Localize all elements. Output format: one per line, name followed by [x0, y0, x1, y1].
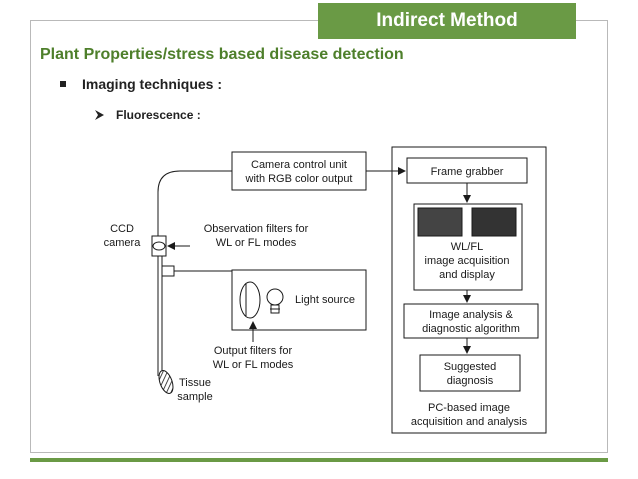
thumbnail-white-light: [417, 207, 463, 237]
ccd-camera-body: [151, 235, 167, 257]
tissue-sample-line1: Tissue: [179, 377, 211, 389]
slide-title: Indirect Method: [318, 3, 576, 39]
pc-box: [391, 146, 547, 434]
frame-grabber-label: Frame grabber: [431, 166, 504, 178]
camera-control-line1: Camera control unit: [251, 159, 347, 171]
arrow-bullet-icon: [95, 110, 104, 120]
light-source-label: Light source: [295, 294, 355, 306]
image-analysis-box: [403, 303, 539, 339]
pc-based-line2: acquisition and analysis: [411, 416, 528, 428]
image-analysis-line1: Image analysis &: [429, 309, 513, 321]
image-analysis-line2: diagnostic algorithm: [422, 323, 520, 335]
tissue-sample-line2: sample: [177, 391, 212, 403]
bullet-fluorescence: Fluorescence :: [95, 108, 201, 122]
suggested-diagnosis-box: [419, 354, 521, 392]
square-bullet-icon: [60, 81, 66, 87]
bottom-rule: [30, 458, 608, 462]
wlfl-line2: image acquisition: [425, 255, 510, 267]
output-filters-line2: WL or FL modes: [213, 359, 294, 371]
observation-filters-line1: Observation filters for: [204, 223, 309, 235]
wlfl-line3: and display: [439, 269, 495, 281]
suggested-diagnosis-line1: Suggested: [444, 361, 497, 373]
light-bulb-icon: [266, 288, 284, 306]
pc-based-line1: PC-based image: [428, 402, 510, 414]
suggested-diagnosis-line2: diagnosis: [447, 375, 494, 387]
thumbnail-fluorescence: [471, 207, 517, 237]
bullet-text: Imaging techniques :: [82, 76, 223, 92]
tissue-sample-shape: [158, 370, 174, 394]
wlfl-line1: WL/FL: [451, 241, 483, 253]
bullet-text: Fluorescence :: [116, 108, 201, 122]
output-filters-line1: Output filters for: [214, 345, 293, 357]
observation-filters-line2: WL or FL modes: [216, 237, 297, 249]
slide-subtitle: Plant Properties/stress based disease de…: [40, 46, 404, 63]
bullet-imaging-techniques: Imaging techniques :: [60, 76, 222, 92]
frame-grabber-box: [406, 157, 528, 184]
camera-lens: [152, 241, 166, 251]
ccd-label-line2: camera: [104, 237, 142, 249]
ccd-label-line1: CCD: [110, 223, 134, 235]
camera-control-line2: with RGB color output: [245, 173, 353, 185]
output-filter-shape: [239, 281, 261, 319]
